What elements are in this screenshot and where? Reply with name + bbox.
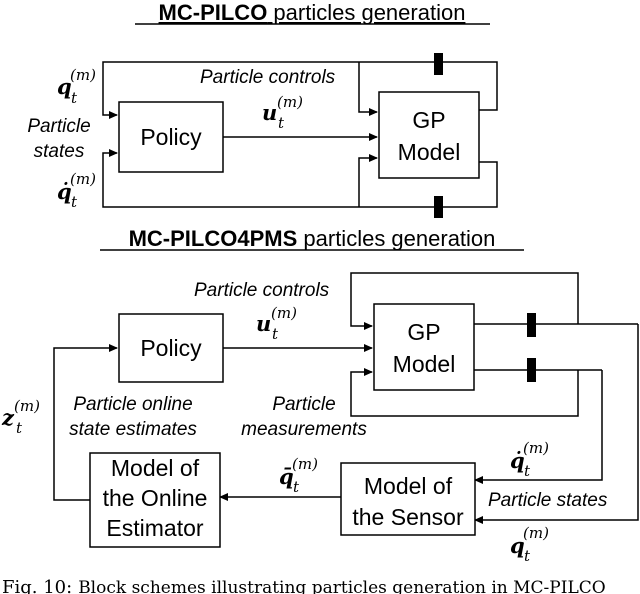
figure-caption: Fig. 10:Block schemes illustrating parti… <box>2 577 606 594</box>
bottom-q-label: q t (m) <box>510 524 549 565</box>
bottom-particle-states-label: Particle states <box>488 490 608 511</box>
bottom-z-label: z t (m) <box>1 397 40 437</box>
bottom-sensor-label-line1: Model of <box>364 473 453 499</box>
bottom-estimator-label-line3: Estimator <box>106 515 203 541</box>
bottom-sensor-label-line2: the Sensor <box>352 504 464 530</box>
svg-text:q̄: q̄ <box>279 464 294 489</box>
svg-text:(m): (m) <box>523 439 549 457</box>
bottom-qdot-to-sensor-arrow <box>474 370 603 484</box>
svg-text:t: t <box>524 462 531 480</box>
bottom-u-label: u t (m) <box>256 304 297 343</box>
svg-text:t: t <box>71 193 78 211</box>
bottom-q-to-sensor-arrow <box>474 324 639 524</box>
svg-text:u: u <box>262 100 277 125</box>
top-title: MC-PILCO particles generation <box>159 0 466 25</box>
svg-text:(m): (m) <box>14 397 40 415</box>
svg-text:u: u <box>256 311 271 336</box>
bottom-title: MC-PILCO4PMS particles generation <box>129 226 496 251</box>
top-q-to-gp-arrow <box>358 62 378 116</box>
svg-text:(m): (m) <box>523 524 549 542</box>
svg-text:t: t <box>524 547 531 565</box>
bottom-measurements-line1: Particle <box>272 394 335 415</box>
svg-text:(m): (m) <box>292 455 318 473</box>
svg-text:q̇: q̇ <box>510 448 525 473</box>
svg-text:t: t <box>16 419 23 437</box>
bottom-sensor-model-block <box>340 462 476 536</box>
svg-text:(m): (m) <box>70 66 96 84</box>
top-qdot-to-gp-arrow <box>358 154 378 207</box>
top-gp-label-line1: GP <box>412 107 445 133</box>
svg-text:(m): (m) <box>271 304 297 322</box>
bottom-gp-model-block <box>373 303 475 391</box>
top-particle-states-line1: Particle <box>27 116 90 137</box>
svg-text:t: t <box>293 478 300 496</box>
top-lower-delay-block <box>434 196 443 218</box>
top-particle-states-line2: states <box>34 141 85 162</box>
bottom-qbar-label: q̄ t (m) <box>279 455 318 496</box>
top-u-label: u t (m) <box>262 93 303 132</box>
top-particle-controls-label: Particle controls <box>200 67 336 88</box>
bottom-gp-label-line1: GP <box>407 319 440 345</box>
top-q-label: q t (m) <box>57 66 96 107</box>
svg-text:t: t <box>272 325 279 343</box>
bottom-lower-delay-block <box>527 358 536 382</box>
svg-text:(m): (m) <box>70 170 96 188</box>
top-gp-model-block <box>378 91 480 179</box>
top-upper-delay-block <box>434 53 443 75</box>
svg-text:q: q <box>57 74 72 99</box>
bottom-estimator-label-line2: the Online <box>103 485 208 511</box>
svg-text:z: z <box>1 405 15 430</box>
bottom-policy-label: Policy <box>140 335 202 361</box>
top-qdot-feedback-loop <box>102 149 498 208</box>
svg-text:q̇: q̇ <box>57 179 72 204</box>
bottom-measurements-line2: measurements <box>241 419 367 440</box>
top-gp-label-line2: Model <box>398 139 461 165</box>
svg-text:t: t <box>278 114 285 132</box>
bottom-lower-feedback-loop <box>350 368 579 417</box>
bottom-upper-feedback-loop <box>350 272 579 330</box>
bottom-online-estimates-line1: Particle online <box>73 394 192 415</box>
bottom-online-estimates-line2: state estimates <box>69 419 197 440</box>
top-policy-label: Policy <box>140 124 202 150</box>
bottom-qdot-label: q̇ t (m) <box>510 439 549 480</box>
bottom-estimator-model-block <box>89 452 221 548</box>
svg-text:q: q <box>510 533 525 558</box>
bottom-estimator-label-line1: Model of <box>111 455 200 481</box>
bottom-gp-label-line2: Model <box>393 351 456 377</box>
top-q-feedback-loop <box>102 61 498 119</box>
bottom-policy-block <box>118 313 224 383</box>
bottom-upper-delay-block <box>527 313 536 337</box>
top-qdot-label: q̇ t (m) <box>57 170 96 211</box>
bottom-particle-controls-label: Particle controls <box>194 280 330 301</box>
svg-text:t: t <box>71 89 78 107</box>
bottom-z-arrow <box>53 344 118 501</box>
svg-text:(m): (m) <box>277 93 303 111</box>
